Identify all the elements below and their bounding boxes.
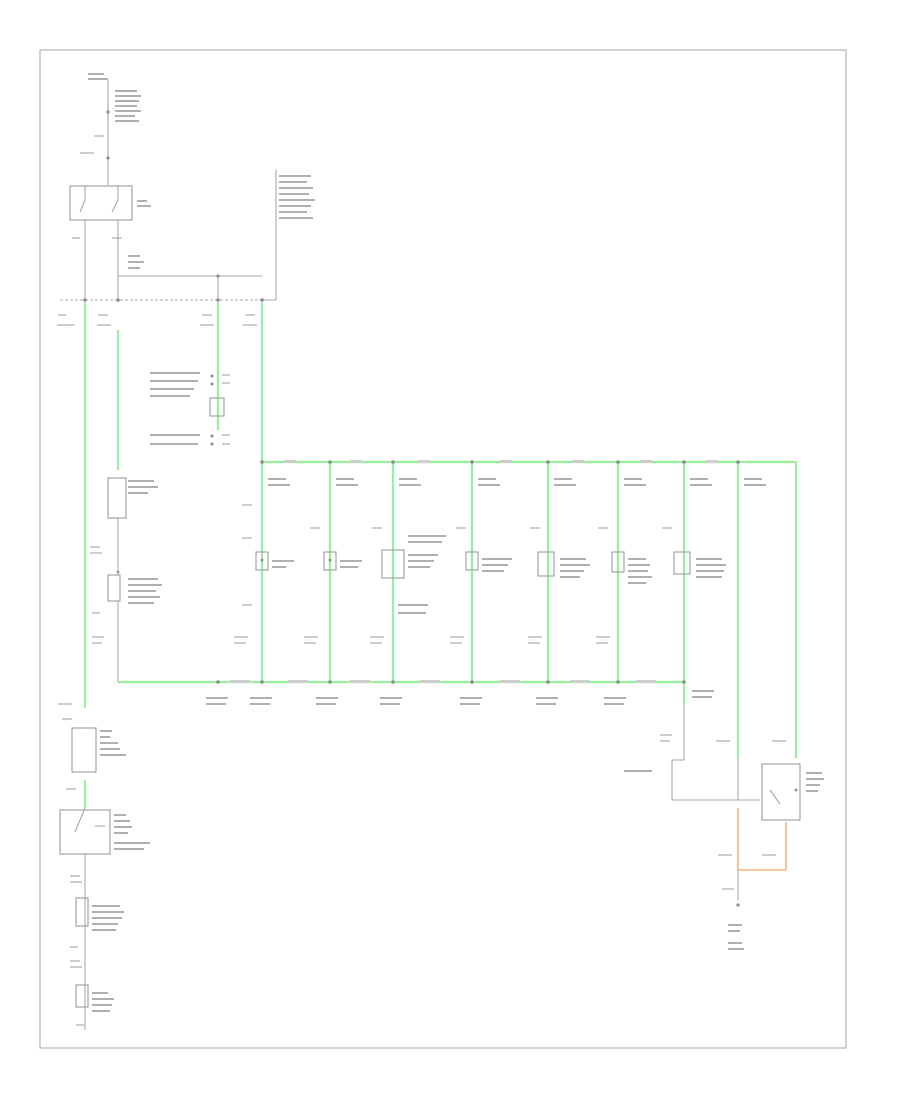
fuse-label-block <box>128 255 144 269</box>
diagram-frame <box>39 49 847 1049</box>
lamp-column-5 <box>528 478 590 644</box>
green-wires <box>83 302 798 808</box>
connector-label-top-right <box>279 175 315 219</box>
lamp-column-6 <box>596 478 652 644</box>
lamp-column-7 <box>662 478 726 578</box>
lamp-column-1 <box>234 478 294 644</box>
door-switch-column <box>150 372 230 446</box>
combination-switch-left <box>90 477 158 574</box>
dimmer-module-left <box>92 574 162 644</box>
relay-switch <box>69 185 151 239</box>
lamp-column-2 <box>304 478 362 644</box>
lamp-column-3 <box>370 478 446 644</box>
ground-bus-labels <box>206 680 714 705</box>
right-bottom-module <box>624 704 824 821</box>
left-bottom-column <box>58 703 150 1030</box>
lamp-column-8 <box>744 478 766 486</box>
bus-wire-tags <box>284 460 718 463</box>
lamp-column-4 <box>450 478 512 644</box>
ground-point <box>722 870 744 950</box>
bus-junctions <box>216 460 740 684</box>
orange-ground-loop <box>718 808 787 871</box>
power-source-block <box>80 73 141 185</box>
